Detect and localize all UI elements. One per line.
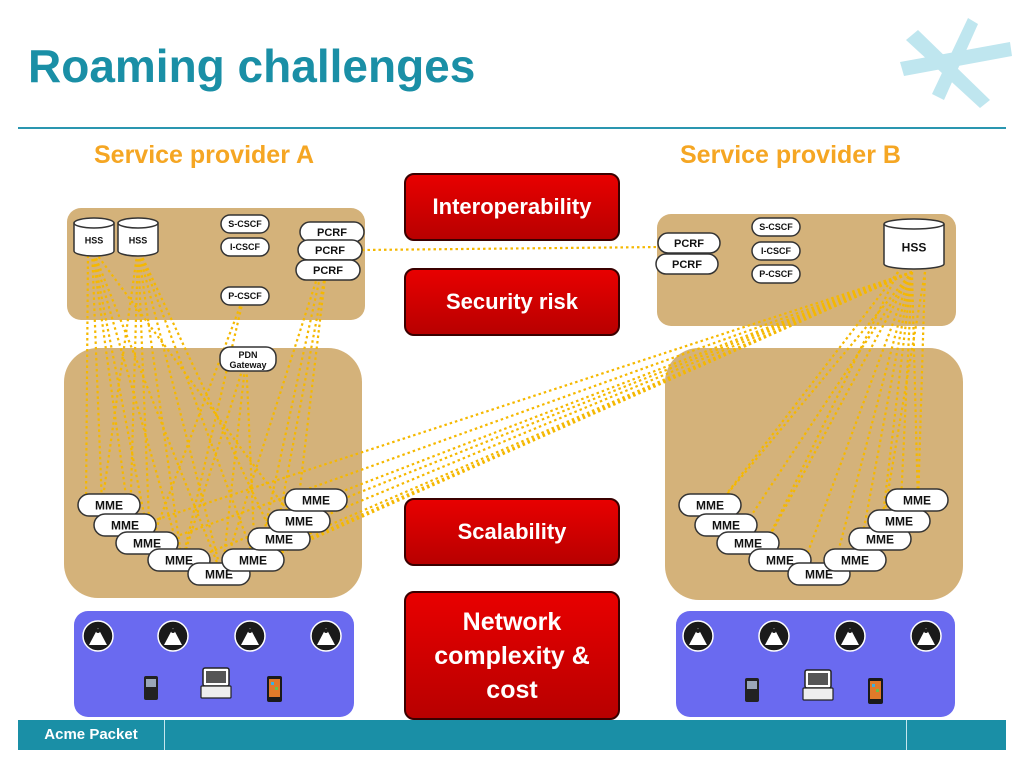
pcrf-node-b2-label: PCRF — [672, 259, 702, 271]
page-title: Roaming challenges — [28, 40, 476, 92]
star-logo-icon — [900, 18, 1012, 108]
icscf-node-b: I-CSCF — [751, 241, 801, 261]
mme-node-b5-label: MME — [805, 567, 833, 581]
pdn-gateway-label-line2: Gateway — [229, 360, 266, 370]
access-devices — [82, 620, 942, 704]
mme-node-b9-label: MME — [903, 493, 931, 507]
radio-tower-icon-a4 — [310, 620, 342, 652]
footer-divider — [906, 720, 907, 750]
laptop-icon-a — [200, 667, 232, 699]
pcrf-node-a3: PCRF — [295, 259, 361, 281]
core-region-b — [657, 214, 956, 326]
mme-node-b6-label: MME — [841, 553, 869, 567]
pcscf-node-b-label: P-CSCF — [759, 269, 793, 279]
challenge-scalability: Scalability — [404, 498, 620, 566]
mme-region-b — [665, 348, 963, 600]
radio-tower-icon-a3 — [234, 620, 266, 652]
mme-node-a8: MME — [267, 509, 331, 533]
hss-node-a2: HSS — [117, 217, 159, 257]
scscf-node-b: S-CSCF — [751, 217, 801, 237]
pcrf-node-b2: PCRF — [655, 253, 719, 275]
radio-tower-icon-a1 — [82, 620, 114, 652]
mme-node-a1-label: MME — [95, 498, 123, 512]
hss-node-b: HSS — [883, 218, 945, 270]
mme-node-b3: MME — [716, 531, 780, 555]
mme-node-b6: MME — [823, 548, 887, 572]
mme-node-a2: MME — [93, 513, 157, 537]
radio-tower-icon-b2 — [758, 620, 790, 652]
footer-brand: Acme Packet — [44, 726, 138, 743]
signaling-links — [84, 245, 927, 577]
title-divider — [18, 127, 1006, 129]
mme-node-a4-label: MME — [165, 553, 193, 567]
mme-node-b3-label: MME — [734, 536, 762, 550]
smartphone-icon-b — [868, 678, 883, 704]
hss-node-a1-label: HSS — [85, 236, 104, 246]
mme-node-a8-label: MME — [285, 514, 313, 528]
mme-node-b2-label: MME — [712, 518, 740, 532]
access-region-a — [74, 611, 354, 717]
radio-tower-icon-b3 — [834, 620, 866, 652]
provider-a-label: Service provider A — [94, 141, 315, 169]
radio-tower-icon-b1 — [682, 620, 714, 652]
pcrf-node-a3-label: PCRF — [313, 265, 343, 277]
pcrf-node-a2-label: PCRF — [315, 245, 345, 257]
mme-node-a2-label: MME — [111, 518, 139, 532]
pcscf-node-a: P-CSCF — [220, 286, 270, 306]
icscf-node-b-label: I-CSCF — [761, 246, 791, 256]
pcrf-node-b1-label: PCRF — [674, 238, 704, 250]
hss-node-b-label: HSS — [902, 241, 927, 255]
pcrf-node-a2: PCRF — [297, 239, 363, 261]
radio-tower-icon-a2 — [157, 620, 189, 652]
pcrf-node-b1: PCRF — [657, 232, 721, 254]
pcscf-node-b: P-CSCF — [751, 264, 801, 284]
mme-node-b7-label: MME — [866, 532, 894, 546]
pcrf-node-a1-label: PCRF — [317, 227, 347, 239]
mme-node-b1: MME — [678, 493, 742, 517]
mme-node-a6: MME — [221, 548, 285, 572]
mme-node-b8-label: MME — [885, 514, 913, 528]
mme-node-a5-label: MME — [205, 567, 233, 581]
mme-node-a3-label: MME — [133, 536, 161, 550]
challenge-interoperability: Interoperability — [404, 173, 620, 241]
smartphone-icon-a — [267, 676, 282, 702]
mme-node-b4-label: MME — [766, 553, 794, 567]
mme-node-a6-label: MME — [239, 553, 267, 567]
mobile-phone-icon-b — [745, 678, 759, 702]
footer-bar: Acme Packet — [18, 720, 1006, 750]
mme-node-b8: MME — [867, 509, 931, 533]
scscf-node-a: S-CSCF — [220, 214, 270, 234]
radio-tower-icon-b4 — [910, 620, 942, 652]
pdn-gateway-label-line1: PDN — [238, 350, 257, 360]
network-nodes: HSS HSS S-CSCF I-CSCF P-CSCF PCRF PCRF PCRF PDNG… — [73, 214, 949, 586]
scscf-node-b-label: S-CSCF — [759, 222, 793, 232]
mme-node-b1-label: MME — [696, 498, 724, 512]
mme-node-a9-label: MME — [302, 493, 330, 507]
pcrf-node-a1: PCRF — [299, 221, 365, 243]
hss-node-a1: HSS — [73, 217, 115, 257]
mobile-phone-icon-a — [144, 676, 158, 700]
footer-divider — [164, 720, 165, 750]
provider-b-label: Service provider B — [680, 141, 901, 169]
pcscf-node-a-label: P-CSCF — [228, 291, 262, 301]
mme-node-b9: MME — [885, 488, 949, 512]
hss-node-a2-label: HSS — [129, 236, 148, 246]
laptop-icon-b — [802, 669, 834, 701]
scscf-node-a-label: S-CSCF — [228, 219, 262, 229]
mme-node-a1: MME — [77, 493, 141, 517]
mme-region-a — [64, 348, 362, 598]
mme-node-a7-label: MME — [265, 532, 293, 546]
mme-node-a9: MME — [284, 488, 348, 512]
icscf-node-a: I-CSCF — [220, 237, 270, 257]
challenge-network-complexity: Network complexity & cost — [404, 591, 620, 720]
icscf-node-a-label: I-CSCF — [230, 242, 260, 252]
challenge-security-risk: Security risk — [404, 268, 620, 336]
